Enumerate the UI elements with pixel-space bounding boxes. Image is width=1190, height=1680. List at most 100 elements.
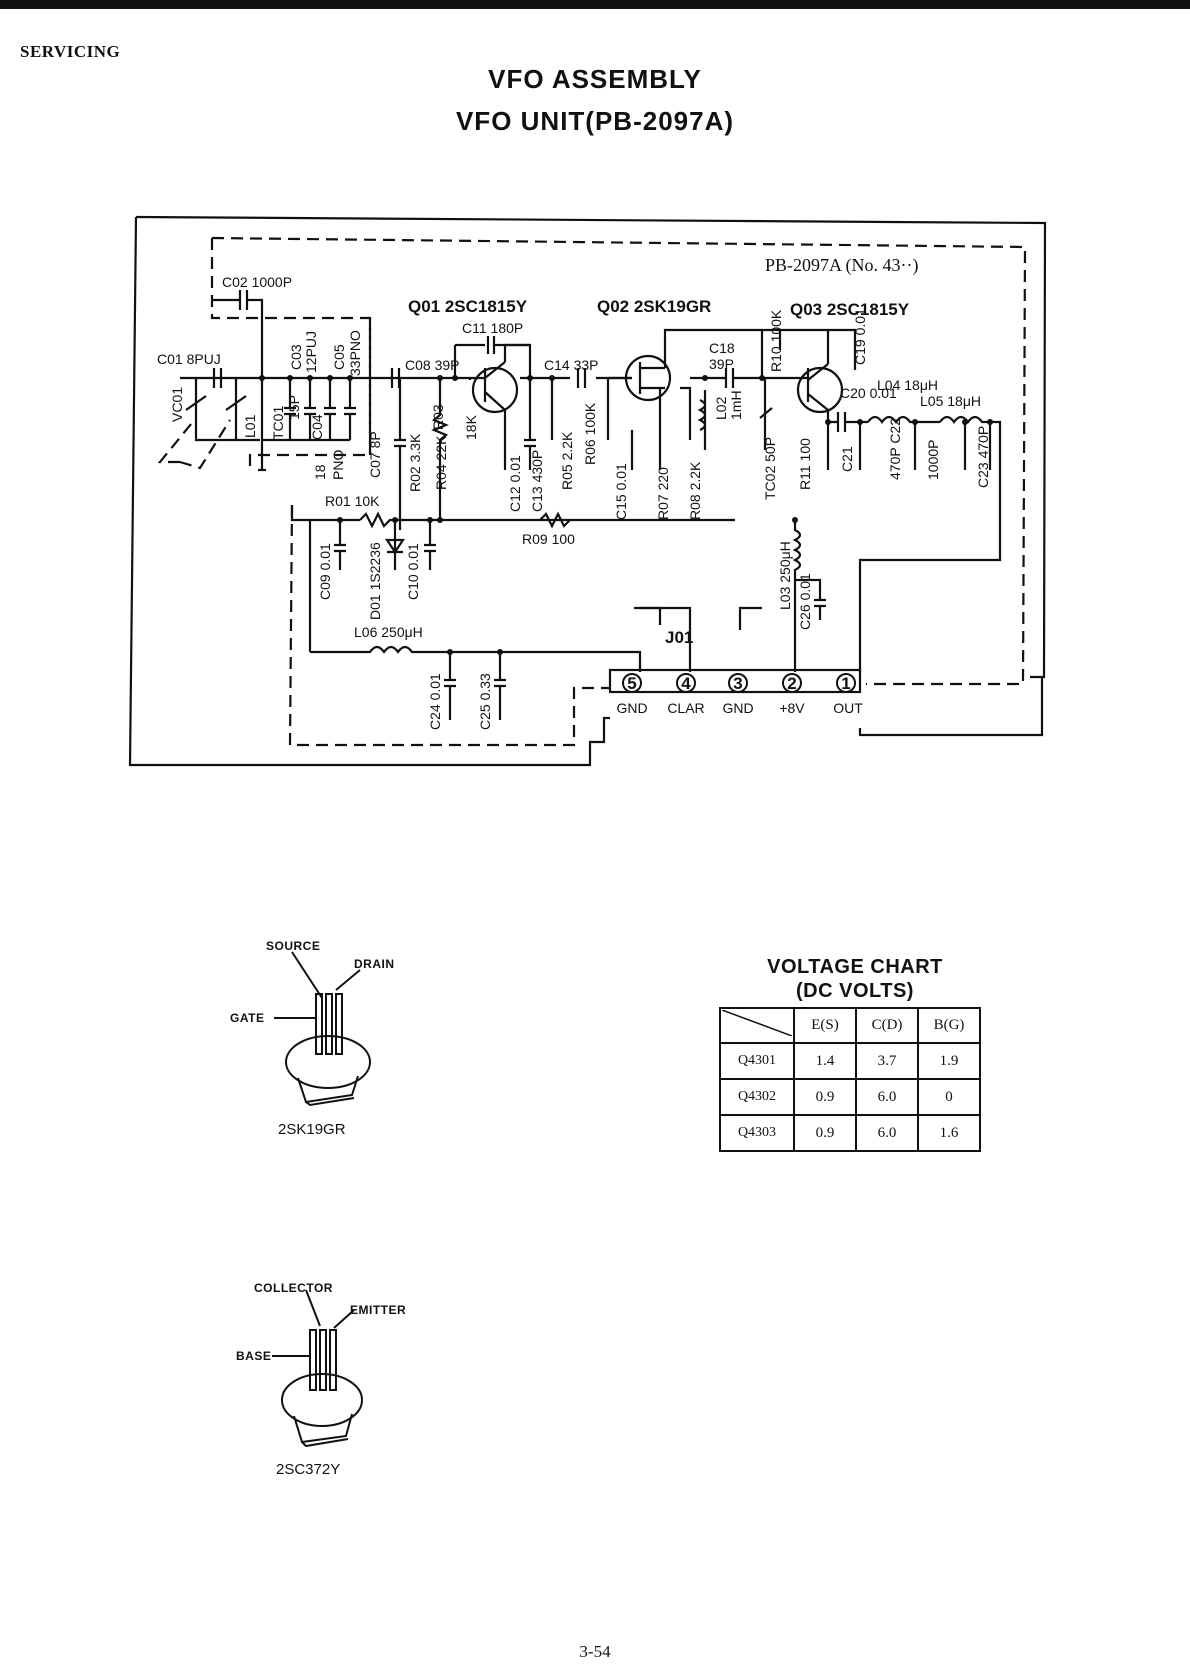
c10-label: C10 0.01	[405, 543, 421, 600]
r11-label: R11 100	[797, 438, 813, 490]
pin-label: GND	[616, 700, 647, 716]
r07-label: R07 220	[655, 467, 671, 520]
c18-value: 39P	[709, 356, 734, 372]
pin-number: 1	[841, 674, 850, 693]
source-label: SOURCE	[266, 939, 320, 953]
fet-pinout-diagram: SOURCE DRAIN GATE 2SK19GR	[230, 939, 395, 1138]
fet-part-number: 2SK19GR	[278, 1121, 346, 1138]
row-header: Q4302	[719, 1078, 795, 1116]
c05-value: 33PNO	[347, 330, 363, 376]
pin-label: CLAR	[667, 700, 704, 716]
diagonal-divider	[721, 1009, 793, 1037]
c02-label: C02 1000P	[222, 274, 292, 290]
bjt-pinout-diagram: COLLECTOR EMITTER BASE 2SC372Y	[236, 1281, 406, 1478]
table-row: Q4303 0.9 6.0 1.6	[719, 1114, 981, 1152]
r03-label: R03	[430, 404, 446, 430]
l06-label: L06 250μH	[354, 624, 423, 640]
r06-label: R06 100K	[582, 402, 598, 465]
tc02-label: TC02 50P	[762, 437, 778, 500]
column-header: C(D)	[855, 1007, 919, 1044]
r03-value: 18K	[463, 414, 479, 440]
table-cell: 1.4	[793, 1042, 857, 1080]
page-title: VFO ASSEMBLY	[488, 64, 702, 94]
r09-label: R09 100	[522, 531, 575, 547]
r01-label: R01 10K	[325, 493, 380, 509]
row-header: Q4303	[719, 1114, 795, 1152]
c07-label: C07 8P	[367, 431, 383, 478]
q02-label: Q02 2SK19GR	[597, 297, 711, 316]
section-label: SERVICING	[20, 42, 121, 61]
c14-label: C14 33P	[544, 357, 598, 373]
c19-label: C19 0.01	[852, 308, 868, 365]
table-header-row: E(S) C(D) B(G)	[719, 1007, 981, 1044]
c15-label: C15 0.01	[613, 463, 629, 520]
r08-label: R08 2.2K	[687, 461, 703, 520]
emitter-label: EMITTER	[350, 1303, 406, 1317]
vfo-schematic: 5 4 3 2 1 GND CLAR GND +8V OUT PB-2097A …	[128, 215, 1047, 767]
l03-label: L03 250μH	[777, 541, 793, 610]
d01-label: D01 1S2236	[367, 542, 383, 620]
q01-label: Q01 2SC1815Y	[408, 297, 528, 316]
pin-label: GND	[722, 700, 753, 716]
tc01-label: TC01	[270, 406, 286, 440]
column-header: B(G)	[917, 1007, 981, 1044]
voltage-chart-table: E(S) C(D) B(G) Q4301 1.4 3.7 1.9 Q4302 0…	[719, 1007, 981, 1152]
board-label: PB-2097A (No. 43··)	[765, 255, 919, 276]
c26-label: C26 0.01	[797, 573, 813, 630]
pin-number: 4	[681, 674, 691, 693]
pin-number: 2	[787, 674, 796, 693]
r02-label: R02 3.3K	[407, 433, 423, 492]
column-header: E(S)	[793, 1007, 857, 1044]
c25-label: C25 0.33	[477, 673, 493, 730]
c13-label: C13 430P	[529, 450, 545, 512]
pin-label: OUT	[833, 700, 863, 716]
table-cell: 0.9	[793, 1078, 857, 1116]
table-corner-cell	[719, 1007, 795, 1044]
vc01-label: VC01	[169, 387, 185, 422]
table-cell: 3.7	[855, 1042, 919, 1080]
r05-label: R05 2.2K	[559, 431, 575, 490]
table-cell: 1.9	[917, 1042, 981, 1080]
table-cell: 0	[917, 1078, 981, 1116]
base-label: BASE	[236, 1349, 271, 1363]
c01-label: C01 8PUJ	[157, 351, 221, 367]
c20-label: C20 0.01	[840, 385, 897, 401]
c03-label: C03	[288, 344, 304, 370]
page-subtitle: VFO UNIT(PB-2097A)	[455, 106, 735, 136]
table-cell: 6.0	[855, 1078, 919, 1116]
table-cell: 6.0	[855, 1114, 919, 1152]
c06-label: 18	[312, 464, 328, 480]
page-number: 3-54	[579, 1642, 611, 1661]
drain-label: DRAIN	[354, 957, 395, 971]
pin-number: 5	[627, 674, 636, 693]
gate-label: GATE	[230, 1011, 264, 1025]
c04-label: C04	[309, 414, 325, 440]
voltage-chart-title: VOLTAGE CHART	[767, 956, 943, 978]
l04-label: L04 18μH	[877, 377, 938, 393]
c09-label: C09 0.01	[317, 543, 333, 600]
pin-label: +8V	[779, 700, 805, 716]
c22-value: 1000P	[925, 440, 941, 480]
l02-value: 1mH	[728, 390, 744, 420]
c22-label: 470P C22	[887, 418, 903, 480]
c18-label: C18	[709, 340, 735, 356]
table-cell: 0.9	[793, 1114, 857, 1152]
collector-label: COLLECTOR	[254, 1281, 333, 1295]
l05-label: L05 18μH	[920, 393, 981, 409]
l02-label: L02	[713, 396, 729, 420]
c04-value: 15P	[286, 395, 302, 420]
voltage-chart-subtitle: (DC VOLTS)	[796, 980, 914, 1002]
c11-label: C11 180P	[462, 320, 523, 336]
pin-number: 3	[733, 674, 742, 693]
c05-label: C05	[331, 344, 347, 370]
table-row: Q4301 1.4 3.7 1.9	[719, 1042, 981, 1080]
l01-label: L01	[242, 414, 258, 438]
top-border	[0, 0, 1190, 9]
row-header: Q4301	[719, 1042, 795, 1080]
q03-label: Q03 2SC1815Y	[790, 300, 910, 319]
c23-label: C23 470P	[975, 426, 991, 488]
j01-label: J01	[665, 628, 693, 647]
c12-label: C12 0.01	[507, 455, 523, 512]
c21-label: C21	[839, 446, 855, 472]
table-row: Q4302 0.9 6.0 0	[719, 1078, 981, 1116]
